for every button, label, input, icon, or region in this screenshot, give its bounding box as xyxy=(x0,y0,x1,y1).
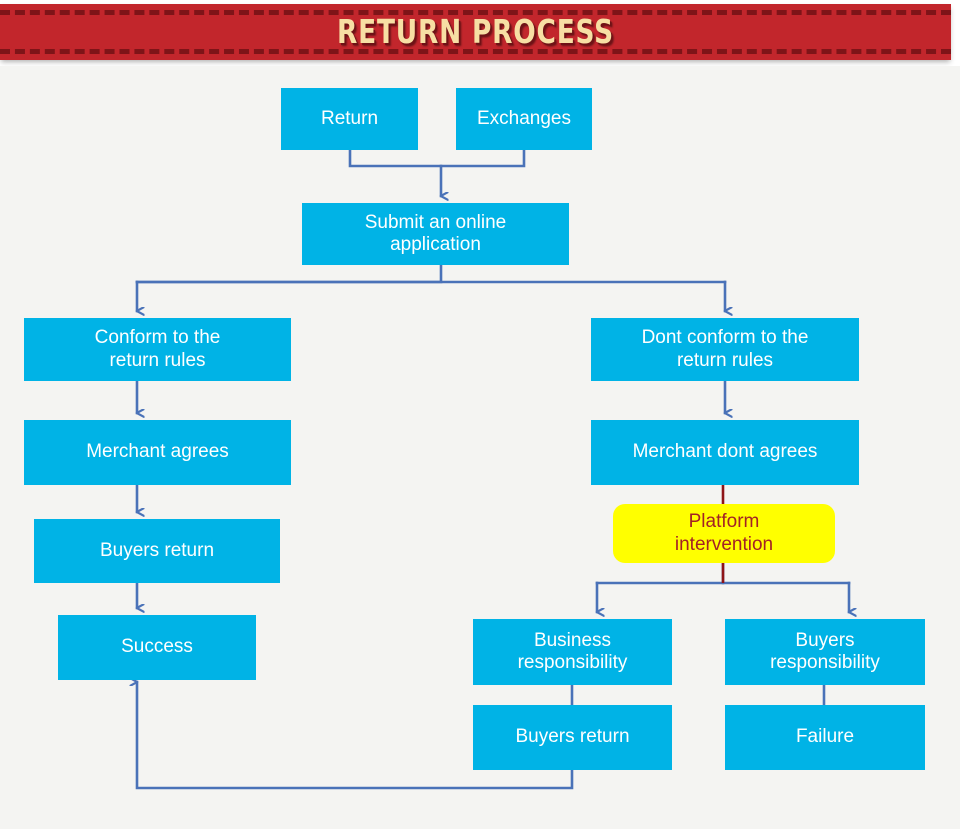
node-success[interactable]: Success xyxy=(58,615,256,680)
edge-feedback-to-success xyxy=(137,682,574,790)
node-submit-online-application[interactable]: Submit an online application xyxy=(302,203,569,265)
page-title: RETURN PROCESS xyxy=(337,12,614,51)
node-merchant-agrees[interactable]: Merchant agrees xyxy=(24,420,291,485)
node-exchanges[interactable]: Exchanges xyxy=(456,88,592,150)
node-platform-intervention[interactable]: Platform intervention xyxy=(613,504,835,563)
edge-submit-stem xyxy=(135,263,443,284)
node-buyers-return-right[interactable]: Buyers return xyxy=(473,705,672,770)
node-failure[interactable]: Failure xyxy=(725,705,925,770)
flowchart-canvas: Return Exchanges Submit an online applic… xyxy=(0,66,960,829)
node-business-responsibility[interactable]: Business responsibility xyxy=(473,619,672,685)
edge-return-to-submit xyxy=(348,148,526,168)
node-buyers-responsibility[interactable]: Buyers responsibility xyxy=(725,619,925,685)
node-return[interactable]: Return xyxy=(281,88,418,150)
header-banner: RETURN PROCESS xyxy=(0,4,951,60)
node-merchant-dont-agrees[interactable]: Merchant dont agrees xyxy=(591,420,859,485)
node-dont-conform-to-return-rules[interactable]: Dont conform to the return rules xyxy=(591,318,859,381)
node-conform-to-return-rules[interactable]: Conform to the return rules xyxy=(24,318,291,381)
node-buyers-return-left[interactable]: Buyers return xyxy=(34,519,280,583)
